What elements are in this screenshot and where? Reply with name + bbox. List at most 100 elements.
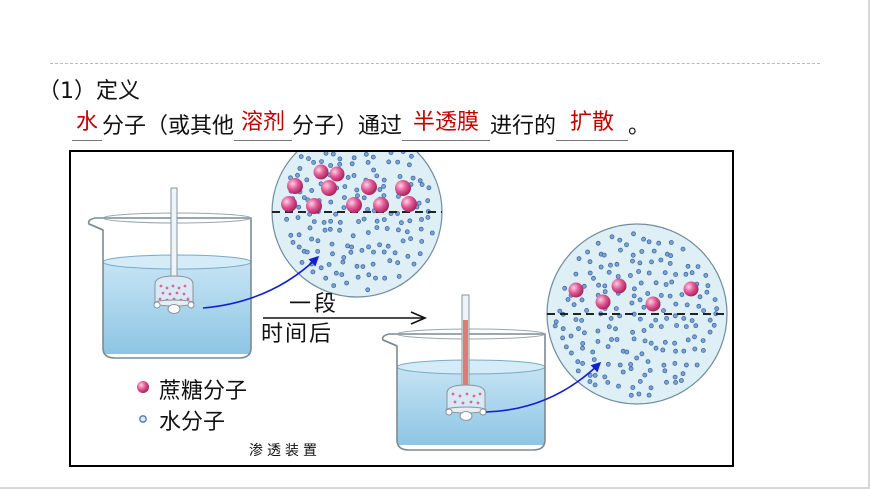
water-molecule [565, 297, 571, 302]
water-molecule [656, 240, 662, 246]
water-molecule [637, 316, 643, 322]
beaker-after [381, 294, 546, 451]
water-molecule [575, 368, 581, 374]
water-molecule [374, 225, 380, 230]
definition-sentence: 水分子（或其他溶剂分子）通过半透膜进行的扩散。 [72, 108, 650, 141]
water-molecule [681, 348, 687, 354]
water-molecule [342, 184, 348, 189]
water-molecule [377, 187, 383, 192]
water-molecule [684, 302, 690, 308]
water-molecule [587, 270, 593, 276]
water-molecule [360, 264, 366, 269]
water-molecule [580, 341, 586, 346]
water-molecule [631, 231, 636, 237]
water-molecule [328, 199, 334, 205]
water-molecule [333, 211, 339, 217]
water-molecule [298, 154, 304, 159]
water-molecule [552, 323, 558, 329]
water-molecule [653, 280, 659, 286]
water-molecule [660, 347, 666, 353]
water-molecule [689, 318, 695, 324]
water-molecule [694, 362, 700, 368]
water-molecule [359, 248, 365, 253]
water-molecule [587, 259, 593, 265]
water-molecule [345, 174, 351, 180]
water-molecule [341, 195, 347, 200]
water-molecule [647, 367, 653, 373]
water-molecule [579, 297, 585, 303]
water-molecule [365, 207, 371, 212]
water-molecule [672, 374, 678, 380]
water-molecule [667, 261, 673, 266]
water-molecule [426, 185, 432, 191]
water-molecule [618, 247, 623, 253]
answer-water: 水 [75, 110, 98, 135]
water-molecule [617, 237, 623, 243]
water-molecule [417, 178, 423, 184]
water-molecule [396, 274, 402, 279]
water-molecule [692, 346, 698, 352]
water-molecule [585, 249, 590, 255]
water-molecule [658, 292, 664, 298]
water-molecule [661, 308, 666, 314]
water-molecule [609, 234, 615, 240]
water-molecule [417, 251, 423, 257]
water-molecule [361, 216, 367, 222]
water-molecule [707, 317, 713, 323]
water-molecule [304, 249, 310, 255]
water-molecule [355, 193, 360, 199]
water-molecule [406, 162, 412, 168]
water-molecule [614, 261, 620, 267]
water-molecule [385, 243, 391, 249]
water-molecule [582, 330, 587, 336]
water-molecule [323, 152, 329, 156]
water-molecule [705, 283, 711, 289]
water-molecule [602, 289, 608, 295]
beaker-before [87, 187, 252, 359]
water-molecule [683, 271, 689, 277]
water-molecule [632, 286, 637, 292]
water-molecule [617, 362, 623, 368]
water-molecule [624, 349, 630, 355]
water-molecule [407, 218, 413, 224]
water-molecule [400, 152, 406, 154]
water-molecule [381, 177, 387, 183]
water-molecule [598, 264, 604, 270]
definition-text-3: 进行的 [490, 114, 557, 139]
water-molecule [345, 243, 351, 249]
water-molecule [683, 324, 689, 330]
water-molecule [418, 226, 424, 232]
water-molecule [349, 244, 355, 250]
water-molecule [307, 225, 313, 231]
water-molecule [374, 218, 380, 224]
water-molecule [371, 167, 377, 173]
water-molecule [596, 282, 601, 288]
water-molecule [386, 159, 392, 165]
blank-1: 水 [72, 108, 102, 141]
water-molecule [615, 274, 621, 279]
water-molecule [663, 282, 669, 287]
water-molecule [630, 252, 636, 258]
water-molecule [692, 334, 697, 340]
water-molecule [553, 319, 559, 325]
water-molecule [337, 156, 343, 162]
water-molecule [693, 323, 699, 329]
legend-water-marker [139, 415, 147, 423]
water-molecule [354, 187, 360, 193]
time-label-line1: 一段 [289, 292, 340, 317]
water-molecule [392, 250, 398, 256]
section-heading: （1）定义 [38, 79, 140, 104]
legend-water-label: 水分子 [159, 410, 226, 435]
water-molecule [606, 324, 612, 330]
water-molecule [637, 378, 643, 384]
water-molecule [592, 372, 598, 378]
water-molecule [315, 238, 321, 244]
water-molecule [425, 215, 431, 220]
water-molecule [639, 249, 645, 254]
water-molecule [587, 379, 593, 384]
water-molecule [674, 323, 679, 328]
answer-semipermeable-membrane: 半透膜 [413, 110, 480, 135]
water-molecule [297, 166, 303, 171]
water-molecule [374, 173, 380, 179]
water-molecule [349, 161, 355, 167]
